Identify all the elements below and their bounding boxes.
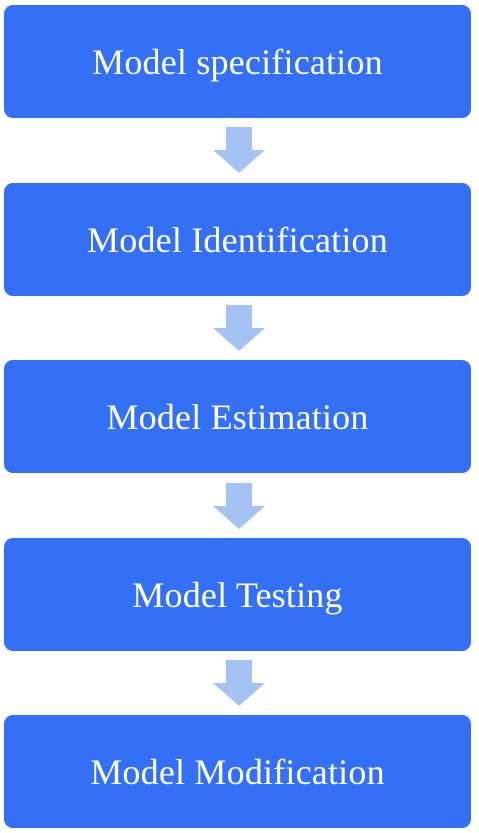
- step-model-specification: Model specification: [4, 5, 471, 118]
- step-label: Model Identification: [87, 219, 388, 260]
- step-label: Model Estimation: [106, 396, 369, 437]
- step-model-modification: Model Modification: [4, 715, 471, 828]
- step-label: Model Testing: [132, 574, 343, 615]
- step-model-identification: Model Identification: [4, 183, 471, 296]
- step-label: Model specification: [92, 41, 383, 82]
- step-model-testing: Model Testing: [4, 538, 471, 651]
- down-arrow-icon: [213, 483, 265, 529]
- step-label: Model Modification: [90, 751, 385, 792]
- down-arrow-icon: [213, 305, 265, 351]
- down-arrow-icon: [213, 660, 265, 706]
- step-model-estimation: Model Estimation: [4, 360, 471, 473]
- down-arrow-icon: [213, 127, 265, 173]
